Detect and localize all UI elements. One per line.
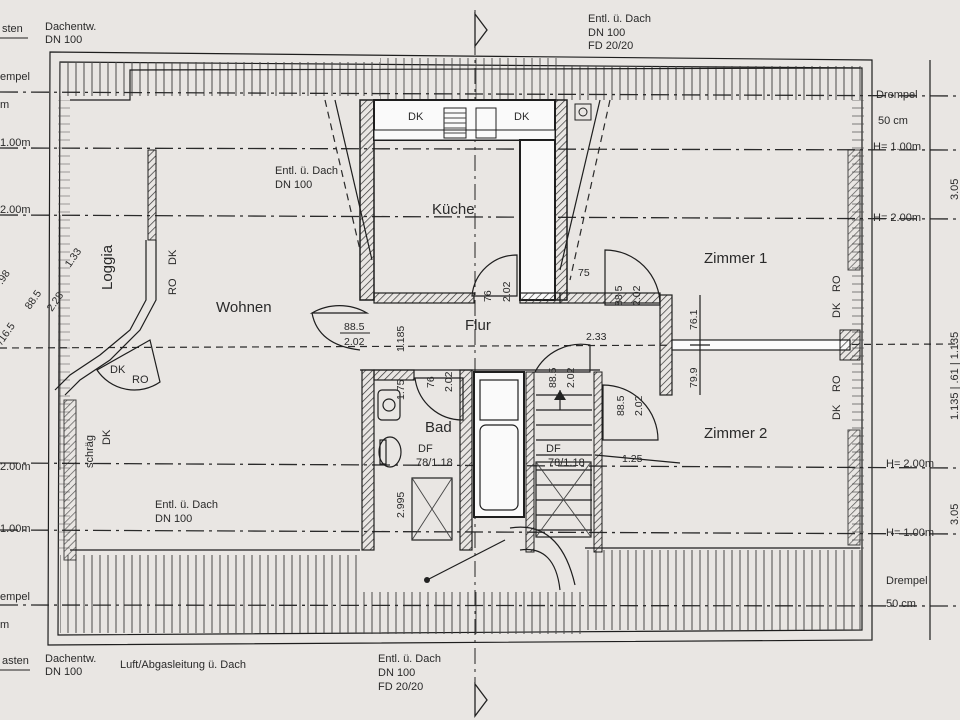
window-loggia-ro: RO [132,374,149,386]
bottom-center-sub1: DN 100 [378,667,415,679]
doors [96,249,661,441]
right-drempel-bottom: Drempel [886,575,928,587]
bottom-center-sub2: FD 20/20 [378,681,423,693]
bottom-left-stub: asten [2,655,29,667]
bottom-left-title: Dachentw. [45,653,96,665]
skylight-stair-size: 78/1.18 [548,457,585,469]
dimension-lines [59,60,931,640]
roof-outline [47,51,873,646]
room-loggia: Loggia [99,244,116,290]
right-h2-top: H= 2.00m [873,212,921,224]
top-left-stub: sten [2,23,23,35]
wohnen-roof-bottom-title: Entl. ü. Dach [155,499,218,511]
dim-wohnen-door-h: 2.02 [344,336,365,348]
section-marker-bottom [474,682,488,718]
window-wohnen-ro: RO [167,278,179,295]
room-flur: Flur [465,317,491,334]
dim-flur-1185: 1.185 [395,326,407,352]
window-zimmer2-dk: DK [831,404,843,420]
room-zimmer1: Zimmer 1 [704,250,767,267]
bottom-center-title: Entl. ü. Dach [378,653,441,665]
left-h2-bottom: 2.00m [0,461,31,473]
dim-stair-door-w: 88.5 [547,367,559,388]
window-schraeg-dk: DK [101,429,113,445]
right-cm-top: 50 cm [878,115,908,127]
dim-wohnen-door-w: 88.5 [344,321,365,333]
top-center-sub1: DN 100 [588,27,625,39]
staircase [509,390,592,591]
dim-2995: 2.995 [395,492,407,518]
dim-z1-door-h: 2.02 [631,285,643,306]
window-zimmer2-ro: RO [831,375,843,392]
window-kueche-right: DK [514,111,530,123]
skylight-bad-df: DF [418,443,433,455]
bottom-vent-label: Luft/Abgasleitung ü. Dach [120,659,246,671]
room-kueche: Küche [432,201,475,218]
dim-175: 1.75 [395,379,407,400]
top-left-title: Dachentw. [45,21,96,33]
dim-bad-door-w: 76 [425,376,437,388]
right-dim-305-bottom: 3.05 [949,504,960,525]
bottom-left-sub: DN 100 [45,666,82,678]
right-h1-bottom: H= 1.00m [886,527,934,539]
skylight-stair-df: DF [546,443,561,455]
window-zimmer1-dk: DK [831,302,843,318]
left-drempel-top: empel [0,71,30,83]
right-dim-stack: 1.135 | .61 | 1.135 [949,332,960,420]
window-kueche-left: DK [408,111,424,123]
left-h1-bottom: 1.00m [0,523,31,535]
left-m-bottom: m [0,619,9,631]
wohnen-roof-top-sub: DN 100 [275,179,312,191]
bathroom-fixtures [377,389,592,583]
right-h1-top: H= 1.00m [873,141,921,153]
window-zimmer1-ro: RO [831,275,843,292]
right-cm-bottom: 50 cm [886,598,916,610]
top-center-sub2: FD 20/20 [588,40,633,52]
right-dim-305-top: 3.05 [949,179,960,200]
window-schraeg: schräg [84,435,96,468]
wohnen-roof-bottom-sub: DN 100 [155,513,192,525]
dim-z1-door-w: 88.5 [613,285,625,306]
wohnen-roof-top-title: Entl. ü. Dach [275,165,338,177]
dim-z2-door-h: 2.02 [633,395,645,416]
dim-125: 1.25 [622,453,643,465]
room-wohnen: Wohnen [216,299,272,316]
left-drempel-bottom: empel [0,591,30,603]
kitchen-vent-grid [443,103,592,139]
dim-kueche-door-w: 76 [482,290,494,302]
top-left-sub: DN 100 [45,34,82,46]
left-h2-top: 2.00m [0,204,31,216]
dim-z2-door-w: 88.5 [615,395,627,416]
skylight-bad-size: 78/1.18 [416,457,453,469]
dim-761: 76.1 [688,309,700,330]
room-zimmer2: Zimmer 2 [704,425,767,442]
window-wohnen-dk: DK [167,249,179,265]
right-drempel-top: Drempel [876,89,918,101]
dim-bad-door-h: 2.02 [443,371,455,392]
dim-kueche-door-h: 2.02 [501,281,513,302]
right-h2-bottom: H= 2.00m [886,458,934,470]
dim-stair-door-h: 2.02 [565,367,577,388]
top-center-title: Entl. ü. Dach [588,13,651,25]
dim-75: 75 [578,267,590,279]
left-m-top: m [0,99,9,111]
left-h1-top: 1.00m [0,137,31,149]
dim-799: 79.9 [688,367,700,388]
window-loggia-dk: DK [110,364,126,376]
dim-233: 2.33 [586,331,607,343]
room-bad: Bad [425,419,452,436]
section-marker-top [474,12,488,48]
